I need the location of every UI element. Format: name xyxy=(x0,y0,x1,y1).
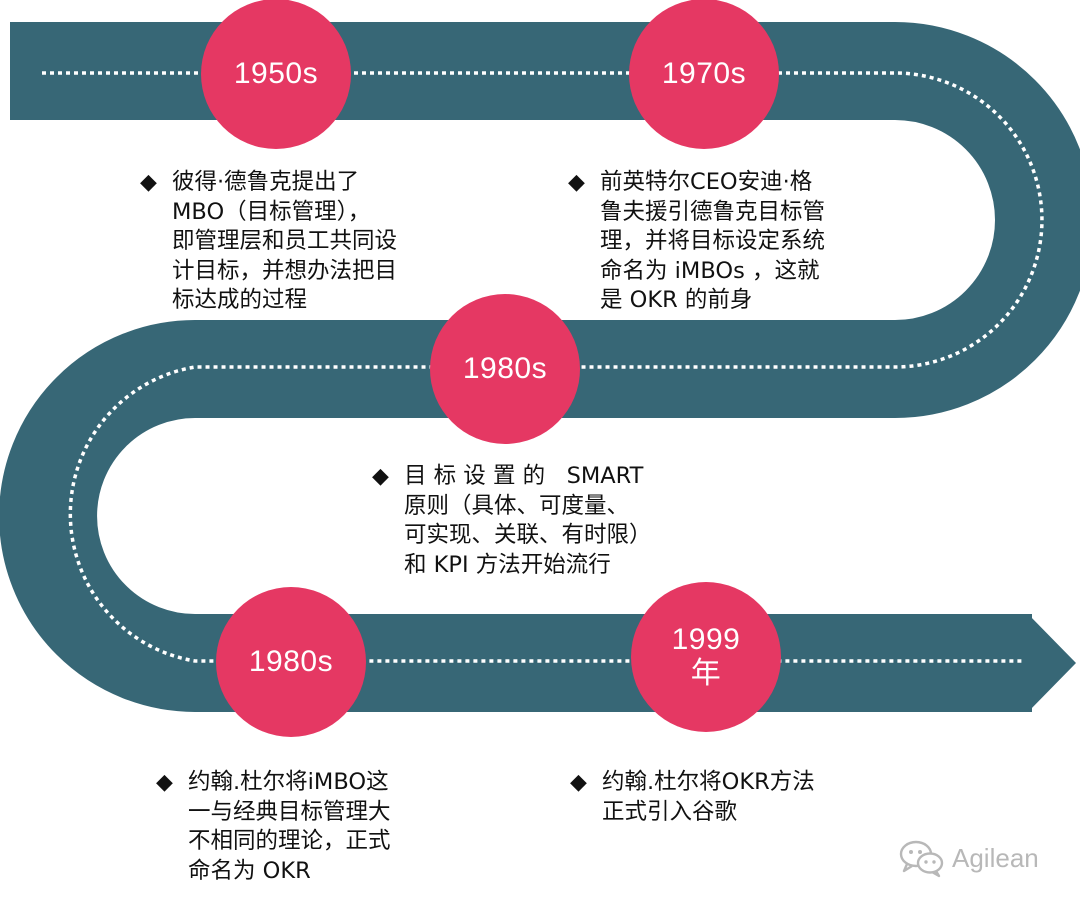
desc-line: 和 KPI 方法开始流行 xyxy=(404,551,611,578)
milestone-node-1999: 1999 年 xyxy=(631,582,781,732)
desc-line: 可实现、关联、有时限） xyxy=(404,522,652,548)
desc-line: 目 标 设 置 的 SMART xyxy=(404,463,644,489)
road-surface xyxy=(0,22,1080,712)
milestone-desc-1980s-a: ◆ 目 标 设 置 的 SMART 原则（具体、可度量、 可实现、关联、有时限）… xyxy=(372,462,652,580)
wechat-icon xyxy=(899,840,944,878)
diamond-bullet-icon: ◆ xyxy=(156,770,173,795)
desc-line: 鲁夫援引德鲁克目标管 xyxy=(600,198,826,225)
desc-line: 前英特尔CEO安迪·格 xyxy=(600,169,813,195)
milestone-node-1970s: 1970s xyxy=(629,0,779,149)
diamond-bullet-icon: ◆ xyxy=(570,770,587,795)
milestone-desc-1970s: ◆ 前英特尔CEO安迪·格 鲁夫援引德鲁克目标管 理，并将目标设定系统 命名为 … xyxy=(568,168,825,316)
milestone-desc-1950s: ◆ 彼得·德鲁克提出了 MBO（目标管理）， 即管理层和员工共同设 计目标，并想… xyxy=(140,168,397,316)
milestone-desc-1999: ◆ 约翰.杜尔将OKR方法 正式引入谷歌 xyxy=(570,768,815,827)
milestone-desc-1980s-b: ◆ 约翰.杜尔将iMBO这 一与经典目标管理大 不相同的理论，正式 命名为 OK… xyxy=(156,768,391,886)
desc-line: 不相同的理论，正式 xyxy=(188,828,391,854)
milestone-node-1950s: 1950s xyxy=(201,0,351,149)
desc-line: 即管理层和员工共同设 xyxy=(172,228,398,254)
desc-line: 约翰.杜尔将OKR方法 xyxy=(602,769,815,795)
desc-line: 一与经典目标管理大 xyxy=(188,798,391,825)
desc-line: 理，并将目标设定系统 xyxy=(600,228,826,254)
diamond-bullet-icon: ◆ xyxy=(372,464,389,489)
desc-line: 是 OKR 的前身 xyxy=(600,287,753,313)
desc-line: 命名为 OKR xyxy=(188,857,311,884)
road-arrowhead xyxy=(1028,614,1076,712)
diamond-bullet-icon: ◆ xyxy=(140,170,157,195)
milestone-node-1980s-a: 1980s xyxy=(430,294,580,444)
desc-line: 正式引入谷歌 xyxy=(602,798,738,825)
desc-line: 命名为 iMBOs ，这就 xyxy=(600,257,820,284)
desc-line: 原则（具体、可度量、 xyxy=(404,492,630,519)
desc-line: MBO（目标管理）， xyxy=(172,198,371,225)
desc-line: 计目标，并想办法把目 xyxy=(172,257,398,284)
desc-line: 标达成的过程 xyxy=(172,287,308,313)
desc-line: 约翰.杜尔将iMBO这 xyxy=(188,769,389,795)
desc-line: 彼得·德鲁克提出了 xyxy=(172,169,360,195)
diamond-bullet-icon: ◆ xyxy=(568,170,585,195)
watermark-text: Agilean xyxy=(952,842,1039,873)
watermark: Agilean xyxy=(898,838,1039,878)
milestone-node-1980s-b: 1980s xyxy=(216,587,366,737)
